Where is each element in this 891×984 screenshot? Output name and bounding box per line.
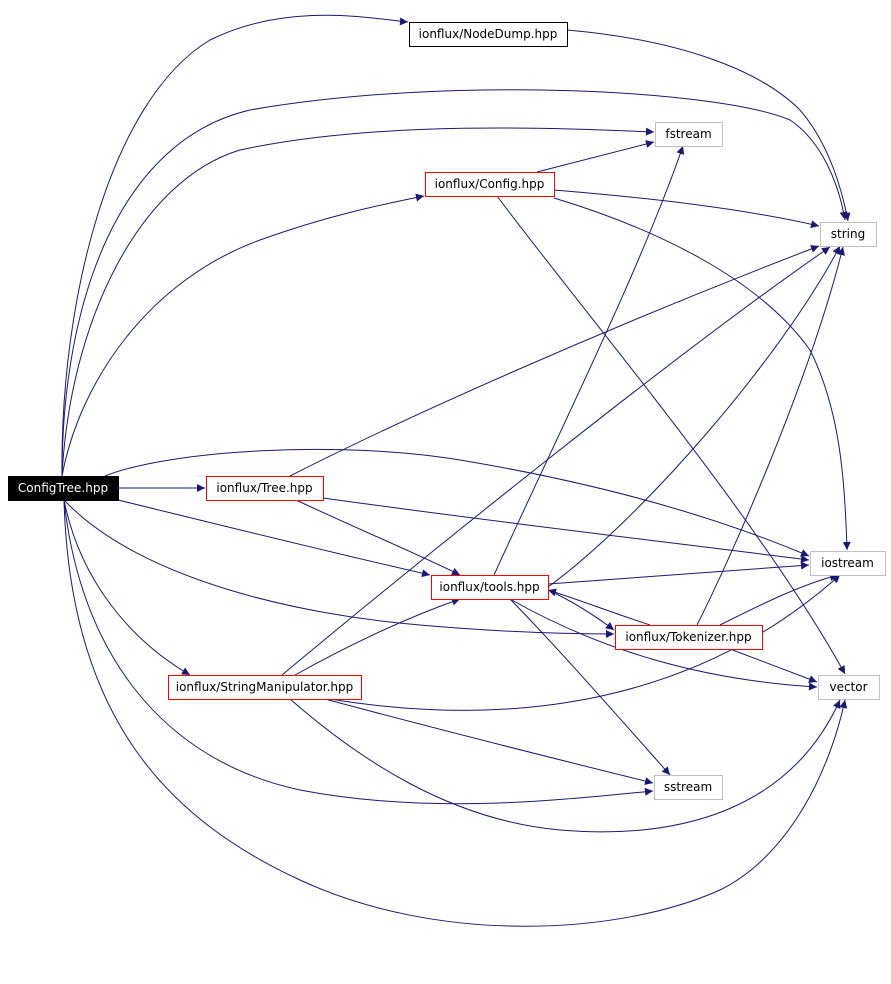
node-label: sstream [664,780,712,794]
edge-strmanip-to-vector [289,698,841,833]
node-box [409,22,568,47]
node-tools[interactable]: ionflux/tools.hpp [431,575,549,600]
node-label: ionflux/Tree.hpp [216,481,312,495]
node-box [431,575,549,600]
node-layer: ConfigTree.hpp ionflux/NodeDump.hpp fstrea… [8,22,886,800]
edge-configtree-to-tokenizer [63,499,615,638]
edge-tokenizer-to-iostream [719,573,839,626]
node-label: string [831,227,865,241]
edge-config-to-string [553,189,820,229]
edge-configtree-to-iostream [104,448,810,557]
node-label: ionflux/StringManipulator.hpp [176,680,354,694]
node-box [425,172,555,197]
edge-configtree-to-strmanip [63,499,191,676]
edge-tools-to-sstream [509,598,671,776]
edge-tools-to-iostream [547,561,810,585]
edge-tools-to-vector [509,598,818,691]
edge-tools-to-fstream [493,145,685,576]
node-fstream[interactable]: fstream [655,122,723,147]
node-label: ConfigTree.hpp [18,481,108,495]
edge-strmanip-to-sstream [324,698,654,785]
node-box [655,122,723,147]
edge-strmanip-to-tools [294,597,461,676]
node-string[interactable]: string [820,222,877,247]
node-box [168,675,362,700]
edge-strmanip-to-iostream [329,574,841,711]
node-tree[interactable]: ionflux/Tree.hpp [206,476,324,501]
edge-tokenizer-to-string [696,246,845,626]
node-box [8,476,119,501]
edge-nodedump-to-string [566,29,851,222]
node-box [206,476,324,501]
edge-configtree-to-vector [63,499,848,927]
node-label: ionflux/NodeDump.hpp [419,27,558,41]
edge-tree-to-string [289,245,820,477]
node-vector[interactable]: vector [818,675,880,700]
edge-configtree-to-tools [117,499,431,578]
node-label: iostream [821,556,874,570]
node-box [818,675,880,700]
node-box [615,625,763,650]
node-box [820,222,877,247]
edge-tokenizer-to-vector [729,648,818,683]
edge-configtree-to-sstream [63,499,654,805]
node-config[interactable]: ionflux/Config.hpp [425,172,555,197]
edge-configtree-to-fstream [61,127,655,477]
edge-tree-to-iostream [322,497,810,563]
edge-tree-to-tools [295,499,461,576]
edge-config-to-fstream [536,140,655,173]
node-label: ionflux/Tokenizer.hpp [625,630,751,644]
node-strmanip[interactable]: ionflux/StringManipulator.hpp [168,675,362,700]
node-label: fstream [665,127,711,141]
edge-config-to-vector [496,195,846,675]
node-label: ionflux/tools.hpp [439,580,539,594]
edge-configtree-to-nodedump [61,14,409,477]
node-tokenizer[interactable]: ionflux/Tokenizer.hpp [615,625,763,650]
edge-tokenizer-to-tools [547,588,651,626]
node-iostream[interactable]: iostream [810,551,886,576]
node-nodedump[interactable]: ionflux/NodeDump.hpp [409,22,568,47]
edge-layer [61,14,851,927]
node-label: ionflux/Config.hpp [435,177,545,191]
node-box [654,775,723,800]
edge-strmanip-to-string [281,246,831,676]
edge-configtree-to-string [61,89,848,477]
node-configtree[interactable]: ConfigTree.hpp [8,476,119,501]
edge-tools-to-string [547,245,841,588]
edge-configtree-to-config [61,193,425,477]
node-label: vector [829,680,867,694]
node-sstream[interactable]: sstream [654,775,723,800]
edge-config-to-iostream [553,197,851,551]
node-box [810,551,886,576]
